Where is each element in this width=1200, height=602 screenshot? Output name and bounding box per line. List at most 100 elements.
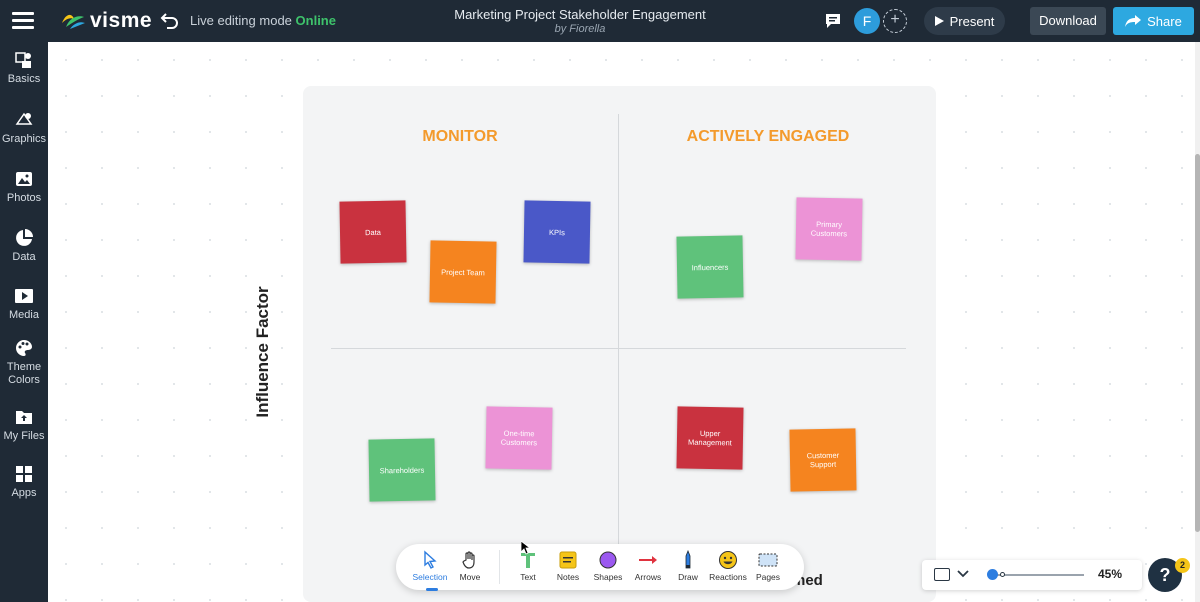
y-axis-label[interactable]: Influence Factor	[253, 286, 272, 418]
edit-mode-label: Live editing mode	[190, 13, 292, 28]
visme-logo-icon	[62, 14, 85, 29]
share-label: Share	[1147, 13, 1182, 29]
sticky-note[interactable]: Primary Customers	[795, 197, 863, 261]
sidebar-item-photos[interactable]: Photos	[0, 169, 48, 205]
comment-icon[interactable]	[824, 12, 842, 30]
sidebar-item-label: Data	[12, 251, 36, 263]
tool-label: Arrows	[634, 572, 662, 582]
tool-notes[interactable]: Notes	[548, 550, 588, 586]
sidebar-item-graphics[interactable]: Graphics	[0, 110, 48, 146]
tool-reactions[interactable]: Reactions	[708, 550, 748, 586]
fit-to-screen-icon[interactable]	[934, 568, 950, 581]
present-button[interactable]: Present	[924, 7, 1005, 35]
sticky-note[interactable]: Upper Management	[676, 406, 744, 470]
add-collaborator-icon[interactable]: +	[883, 9, 907, 33]
tool-pages[interactable]: Pages	[748, 550, 788, 586]
share-arrow-icon	[1125, 15, 1142, 27]
sticky-note[interactable]: KPIs	[523, 200, 591, 264]
quadrant-divider-vertical	[618, 114, 619, 546]
tool-label: Notes	[556, 572, 580, 582]
zoom-level: 45%	[1098, 567, 1123, 581]
sticky-note[interactable]: Customer Support	[789, 428, 857, 492]
edit-mode-status: Live editing mode Online	[190, 13, 336, 28]
online-status: Online	[295, 13, 336, 28]
text-icon	[521, 553, 535, 568]
media-icon	[15, 289, 33, 303]
zoom-control: 45%	[922, 560, 1142, 590]
graphics-icon	[15, 112, 33, 125]
sidebar-item-label: Apps	[11, 487, 37, 499]
sticky-note[interactable]: Shareholders	[368, 438, 436, 502]
quadrant-title-actively-engaged[interactable]: ACTIVELY ENGAGED	[686, 128, 850, 145]
sidebar-item-label: My Files	[3, 430, 45, 442]
pages-icon	[758, 553, 778, 567]
sidebar-item-label: Basics	[7, 73, 41, 85]
tool-arrows[interactable]: Arrows	[628, 550, 668, 586]
tool-selection[interactable]: Selection	[410, 550, 450, 586]
download-button[interactable]: Download	[1030, 7, 1106, 35]
tool-label: Text	[520, 572, 536, 582]
cursor-icon	[424, 550, 437, 569]
tool-label: Draw	[678, 572, 698, 582]
arrow-icon	[639, 556, 657, 564]
emoji-icon	[719, 551, 737, 569]
tool-move[interactable]: Move	[450, 550, 490, 586]
sidebar-item-theme-colors[interactable]: Theme Colors	[0, 338, 48, 387]
sticky-note[interactable]: Influencers	[676, 235, 744, 299]
tool-label: Pages	[755, 572, 781, 582]
zoom-slider-track[interactable]	[990, 574, 1084, 576]
avatar[interactable]: F	[854, 8, 880, 34]
present-label: Present	[949, 13, 995, 29]
hand-icon	[462, 551, 475, 569]
logo[interactable]: visme	[60, 8, 152, 34]
help-button[interactable]: ?	[1148, 558, 1182, 592]
quadrant-divider-horizontal	[331, 348, 906, 349]
left-sidebar: Basics Graphics Photos Data Media Theme …	[0, 42, 48, 602]
sidebar-item-my-files[interactable]: My Files	[0, 407, 48, 443]
circle-shape-icon	[599, 551, 617, 569]
active-tool-indicator	[426, 588, 438, 591]
quadrant-title-monitor[interactable]: MONITOR	[422, 128, 498, 145]
scrollbar-thumb[interactable]	[1195, 154, 1200, 532]
tool-label: Shapes	[593, 572, 623, 582]
notification-badge: 2	[1175, 558, 1190, 573]
pencil-icon	[685, 550, 691, 569]
tool-text[interactable]: Text	[508, 550, 548, 586]
sticky-note[interactable]: Project Team	[429, 240, 497, 304]
document-title[interactable]: Marketing Project Stakeholder Engagement	[454, 7, 706, 22]
tool-draw[interactable]: Draw	[668, 550, 708, 586]
tool-label: Reactions	[709, 572, 747, 582]
sticky-note[interactable]: One-time Customers	[485, 406, 553, 470]
sticky-note-icon	[559, 551, 577, 569]
tool-label: Selection	[412, 572, 448, 582]
top-bar: visme Live editing mode Online Marketing…	[0, 0, 1200, 42]
play-icon	[934, 16, 944, 26]
sticky-note[interactable]: Data	[339, 200, 407, 264]
sidebar-item-media[interactable]: Media	[0, 286, 48, 322]
sidebar-item-apps[interactable]: Apps	[0, 464, 48, 500]
whiteboard[interactable]	[303, 86, 936, 602]
menu-icon[interactable]	[12, 12, 34, 30]
zoom-slider-handle[interactable]	[987, 569, 999, 580]
basics-icon	[15, 52, 31, 68]
share-button[interactable]: Share	[1113, 7, 1194, 35]
chevron-down-icon[interactable]	[957, 567, 969, 581]
palette-icon	[16, 340, 32, 356]
vertical-scrollbar[interactable]	[1195, 42, 1200, 602]
sidebar-item-data[interactable]: Data	[0, 228, 48, 264]
logo-text: visme	[90, 9, 153, 32]
apps-grid-icon	[16, 466, 32, 482]
tool-label: Move	[459, 572, 481, 582]
bottom-toolbar: Selection Move Text Notes Shapes Arrows …	[396, 544, 804, 590]
sidebar-item-label: Media	[9, 309, 39, 321]
folder-upload-icon	[16, 411, 32, 424]
sidebar-item-label: Theme Colors	[6, 361, 42, 386]
tool-shapes[interactable]: Shapes	[588, 550, 628, 586]
sidebar-item-label: Graphics	[1, 133, 47, 145]
undo-icon[interactable]	[160, 10, 180, 30]
data-pie-icon	[16, 229, 33, 246]
toolbar-divider	[499, 550, 500, 584]
sidebar-item-basics[interactable]: Basics	[0, 50, 48, 86]
mouse-cursor-icon	[521, 541, 531, 555]
zoom-default-marker	[1000, 572, 1005, 577]
